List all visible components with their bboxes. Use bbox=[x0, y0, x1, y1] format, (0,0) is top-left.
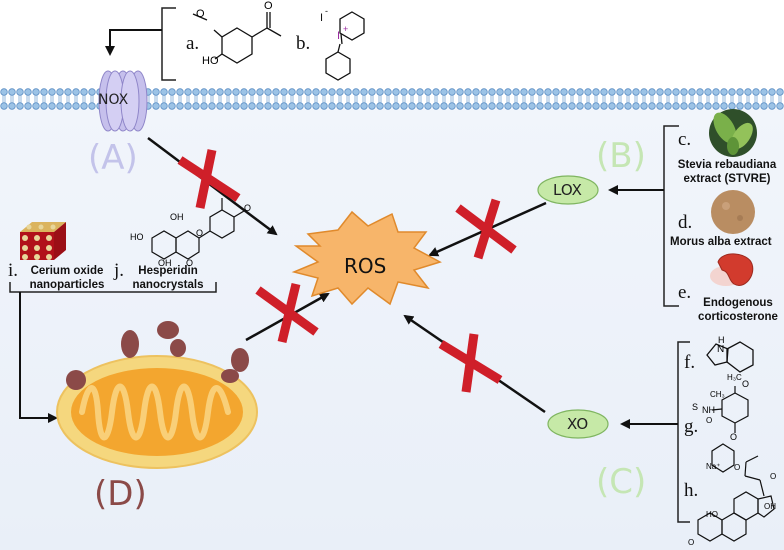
bracket-i-j bbox=[9, 282, 217, 293]
molecule-g-atom-o-ether: O bbox=[730, 432, 738, 442]
molecule-b-charge-plus: + bbox=[343, 24, 349, 34]
molecule-j-atom-o-methoxy: O bbox=[244, 203, 252, 213]
bracket-f-h bbox=[677, 341, 690, 523]
block-x-mito bbox=[255, 282, 319, 344]
molecule-b-atom-iodide: I bbox=[320, 12, 324, 24]
ros-burst bbox=[291, 210, 442, 306]
xo-label: XO bbox=[567, 415, 589, 433]
section-a-label: (A) bbox=[88, 138, 138, 178]
cytoplasm bbox=[0, 108, 784, 550]
molecule-f-indole bbox=[706, 341, 754, 373]
molecule-g-atom-ch3: CH₃ bbox=[710, 390, 725, 399]
molecule-a-atom-o-carbonyl: O bbox=[264, 0, 273, 12]
molecule-j-atom-oh-top: OH bbox=[170, 212, 184, 222]
inhibitor-f-letter: f. bbox=[684, 352, 696, 373]
inhibitor-e-letter: e. bbox=[678, 282, 692, 303]
molecule-a-atom-o-methoxy: O bbox=[196, 8, 205, 20]
molecule-j-atom-o-ketone: O bbox=[186, 258, 194, 268]
molecule-j-atom-oh-bottom: OH bbox=[158, 258, 172, 268]
molecule-a-atom-ho: HO bbox=[202, 55, 219, 67]
bracket-a-b bbox=[161, 7, 176, 81]
nox-protein bbox=[98, 70, 148, 132]
inhibitor-e-name: Endogenous corticosterone bbox=[698, 297, 778, 323]
molecule-j-atom-o-ring: O bbox=[196, 228, 204, 238]
nox-label: NOX bbox=[98, 92, 129, 108]
inhibitor-c-letter: c. bbox=[678, 129, 692, 150]
arrow-to-nox bbox=[105, 29, 162, 56]
molecule-f-atom-h: H bbox=[718, 335, 725, 345]
kidney-image bbox=[710, 253, 754, 286]
lox-label: LOX bbox=[553, 181, 582, 199]
molecule-a-structure bbox=[192, 12, 282, 64]
section-b-label: (B) bbox=[596, 136, 646, 176]
inhibitor-a-letter: a. bbox=[186, 33, 200, 54]
block-x-nox bbox=[177, 149, 241, 209]
molecule-j-atom-ho: HO bbox=[130, 232, 144, 242]
molecule-g-atom-h3c: H₃C bbox=[727, 373, 742, 382]
block-x-xo bbox=[438, 333, 503, 393]
inhibitor-i-letter: i. bbox=[8, 260, 19, 281]
inhibitor-d-letter: d. bbox=[678, 212, 693, 233]
molecule-h-atom-ho: HO bbox=[706, 510, 718, 519]
ros-label: ROS bbox=[344, 254, 387, 278]
block-x-lox bbox=[455, 198, 517, 260]
xo-enzyme bbox=[547, 409, 609, 439]
bracket-c-e bbox=[663, 125, 679, 307]
molecule-h-atom-o-ketone: O bbox=[688, 538, 695, 547]
stevia-leaf-image bbox=[709, 109, 757, 157]
cell-membrane bbox=[0, 88, 784, 110]
section-d-label: (D) bbox=[94, 474, 147, 514]
molecule-h-atom-oh: OH bbox=[764, 502, 776, 511]
molecule-h-atom-o-ester: O bbox=[770, 472, 777, 481]
inhibitor-h-letter: h. bbox=[684, 480, 699, 501]
molecule-g-atom-o-methoxy: O bbox=[742, 379, 750, 389]
molecule-f-atom-n: N bbox=[717, 344, 725, 355]
inhibitor-j-name: Hesperidin nanocrystals bbox=[132, 265, 204, 291]
molecule-g-atom-s: S bbox=[692, 402, 699, 412]
mitochondrion bbox=[56, 321, 258, 469]
inhibitor-b-letter: b. bbox=[296, 33, 311, 54]
molecule-g-atom-nh: NH bbox=[702, 405, 715, 415]
inhibitor-c-name: Stevia rebaudiana extract (STVRE) bbox=[677, 159, 777, 185]
lox-enzyme bbox=[537, 175, 599, 205]
section-c-label: (C) bbox=[596, 462, 647, 502]
molecule-b-charge-minus: - bbox=[325, 6, 328, 16]
morus-alba-powder-image bbox=[711, 190, 755, 234]
molecule-h-atom-o-carboxylate: O bbox=[734, 463, 741, 472]
molecule-b-structure bbox=[325, 11, 365, 81]
molecule-h-atom-na: Na⁺ bbox=[706, 462, 721, 471]
inhibitor-g-letter: g. bbox=[684, 416, 699, 437]
molecule-b-atom-iodonium: I bbox=[337, 30, 341, 42]
cerium-oxide-nanoparticle-image bbox=[20, 222, 66, 260]
molecule-j-structure bbox=[151, 198, 245, 260]
arrow-to-mitochondrion bbox=[19, 292, 58, 423]
molecule-g-atom-o-sulfonyl: O bbox=[706, 416, 713, 425]
inhibitor-d-name: Morus alba extract bbox=[670, 236, 772, 248]
molecule-h-structure bbox=[697, 455, 775, 542]
inhibitor-j-letter: j. bbox=[114, 260, 125, 281]
molecule-g-structure bbox=[711, 386, 749, 473]
inhibitor-i-name: Cerium oxide nanoparticles bbox=[29, 265, 105, 291]
